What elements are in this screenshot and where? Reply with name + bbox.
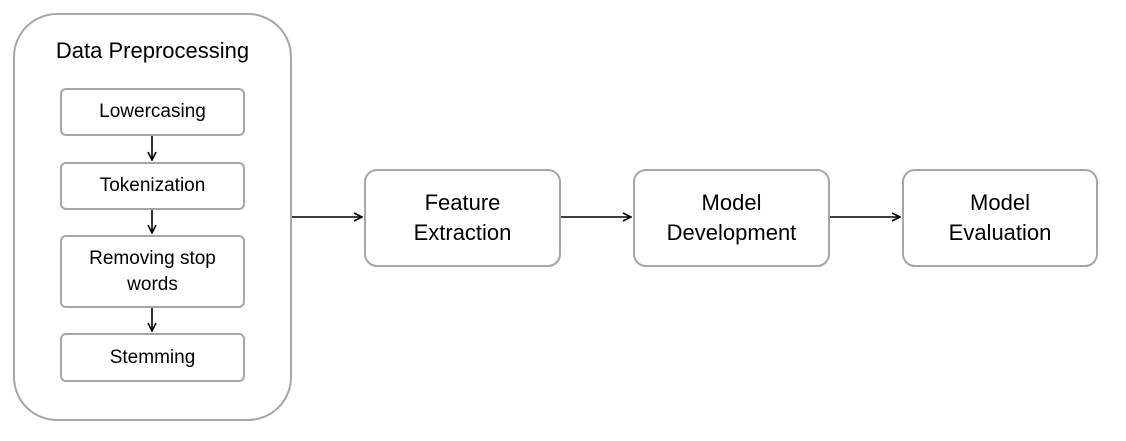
stage-model-development-label: Model Development — [666, 190, 797, 245]
step-tokenization-label: Tokenization — [99, 175, 206, 196]
step-removing-stop-words-label: Removing stop words — [89, 247, 216, 295]
step-removing-stop-words: Removing stop words — [60, 235, 245, 308]
data-preprocessing-title: Data Preprocessing — [55, 38, 250, 63]
step-lowercasing-label: Lowercasing — [99, 101, 206, 122]
stage-feature-extraction: Feature Extraction — [364, 169, 561, 267]
stage-model-evaluation: Model Evaluation — [902, 169, 1098, 267]
step-lowercasing: Lowercasing — [60, 88, 245, 136]
step-stemming: Stemming — [60, 333, 245, 382]
stage-feature-extraction-label: Feature Extraction — [413, 190, 512, 245]
stage-model-evaluation-label: Model Evaluation — [948, 190, 1052, 245]
step-tokenization: Tokenization — [60, 162, 245, 210]
stage-model-development: Model Development — [633, 169, 830, 267]
step-stemming-label: Stemming — [109, 346, 196, 368]
